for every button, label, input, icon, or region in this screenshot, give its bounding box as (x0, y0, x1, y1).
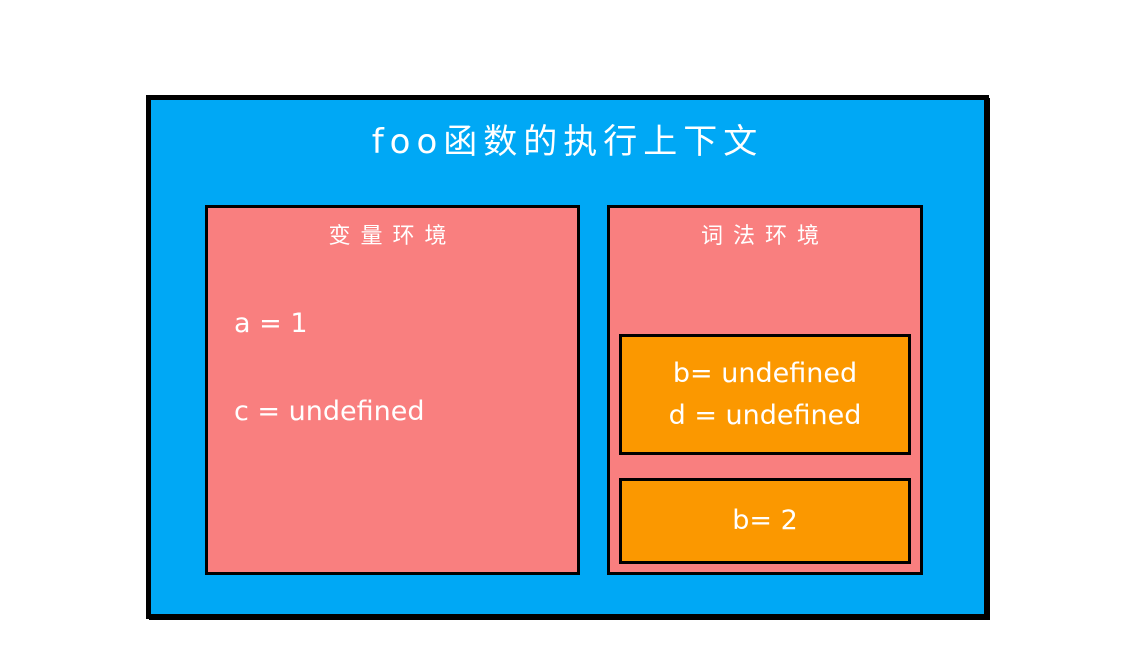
scope-block-inner: b= 2 (619, 478, 911, 564)
scope-entry-d-undefined: d = undefined (668, 399, 862, 431)
execution-context-box: foo函数的执行上下文 变量环境 a = 1 c = undefined 词法环… (147, 96, 988, 618)
variable-entry-a: a = 1 (234, 308, 308, 339)
scope-block-outer: b= undefined d = undefined (619, 334, 911, 455)
variable-entry-c: c = undefined (234, 396, 425, 427)
variable-environment-box: 变量环境 a = 1 c = undefined (205, 205, 580, 575)
lexical-environment-box: 词法环境 b= undefined d = undefined b= 2 (607, 205, 923, 575)
execution-context-title: foo函数的执行上下文 (371, 122, 764, 162)
variable-environment-title: 变量环境 (328, 224, 457, 249)
scope-entry-b-2: b= 2 (732, 505, 798, 536)
scope-entry-b-undefined: b= undefined (672, 357, 858, 389)
lexical-environment-title: 词法环境 (700, 224, 829, 249)
